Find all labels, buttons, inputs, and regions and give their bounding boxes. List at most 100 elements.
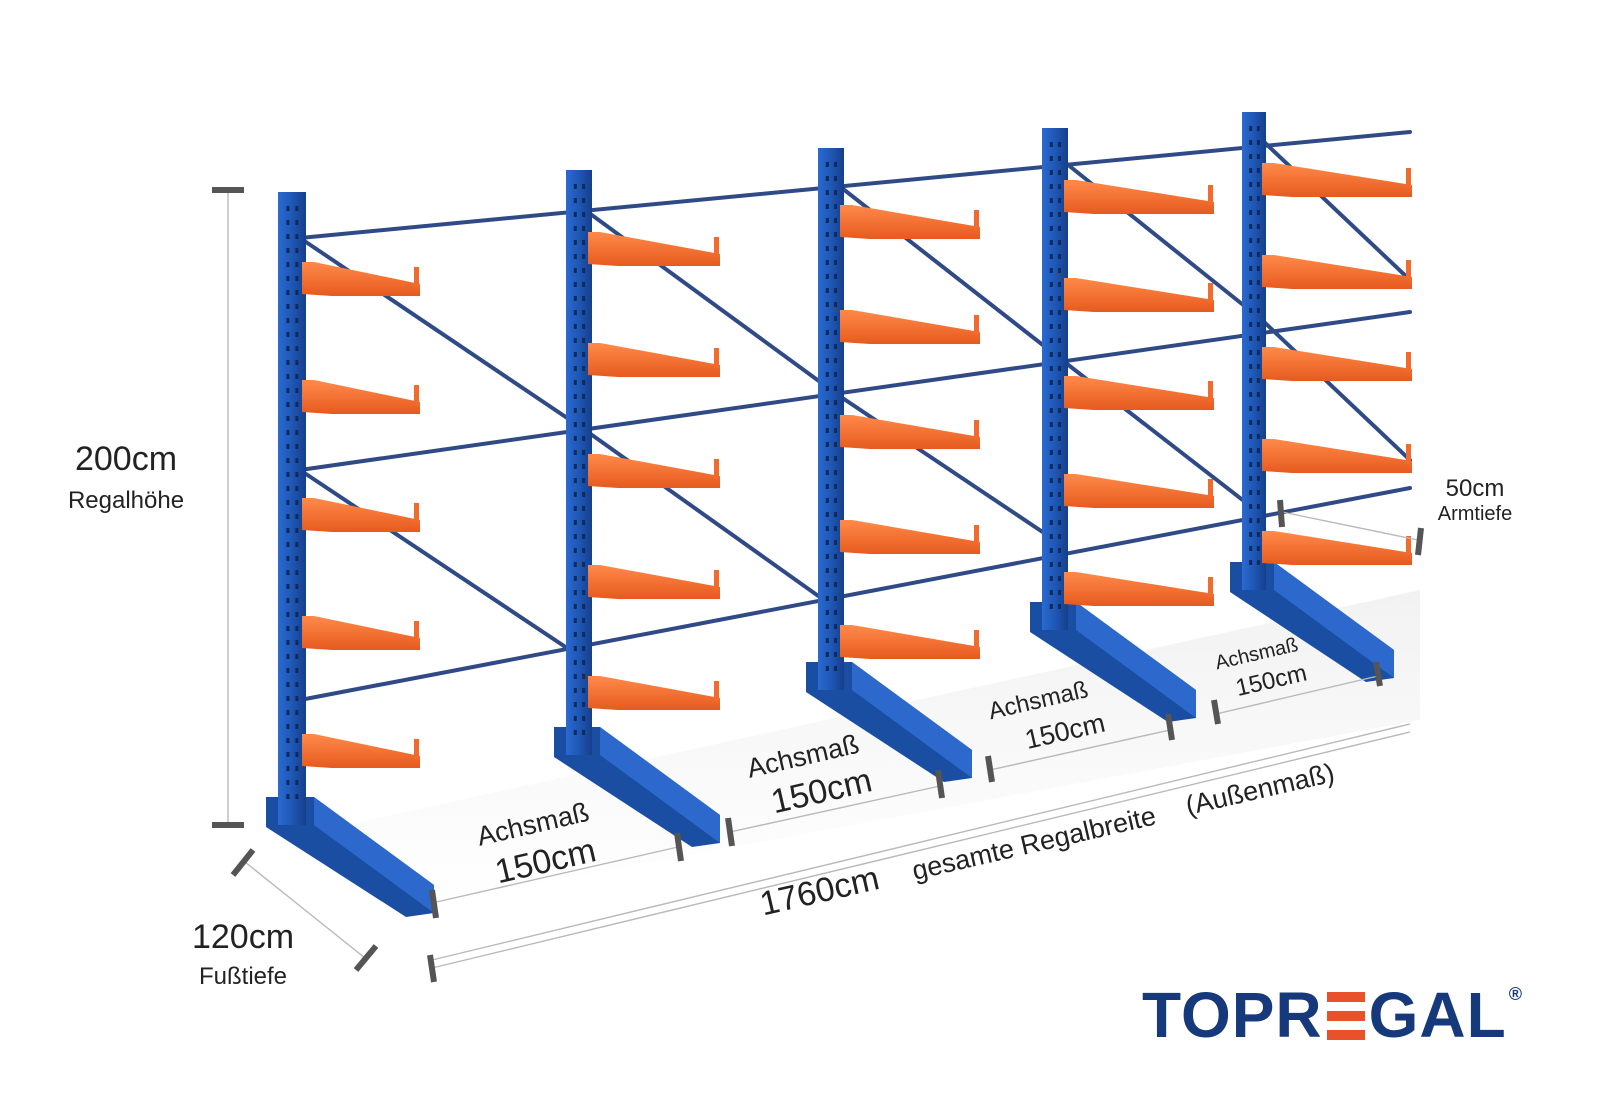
- column-hole: [582, 730, 586, 735]
- arm-end-stop: [714, 237, 719, 257]
- column-hole: [1256, 224, 1260, 229]
- column-hole: [825, 330, 829, 335]
- cantilever-arm: [1262, 347, 1412, 381]
- column-hole: [573, 674, 577, 679]
- column-hole: [834, 498, 838, 503]
- column-hole: [1256, 350, 1260, 355]
- cantilever-arm: [588, 454, 720, 488]
- column-hole: [573, 352, 577, 357]
- column-hole: [1049, 408, 1053, 413]
- column-hole: [573, 534, 577, 539]
- logo-text-right: GAL: [1368, 979, 1507, 1051]
- column-hole: [1049, 422, 1053, 427]
- column-hole: [573, 408, 577, 413]
- column-hole: [286, 458, 290, 463]
- logo-e-mark: [1326, 992, 1365, 1040]
- column-hole: [1256, 504, 1260, 509]
- column-hole: [286, 248, 290, 253]
- column-hole: [295, 360, 299, 365]
- column-hole: [295, 290, 299, 295]
- column-hole: [1256, 546, 1260, 551]
- column-hole: [825, 288, 829, 293]
- column-hole: [1058, 352, 1062, 357]
- upright-1: [266, 192, 434, 917]
- topregal-logo: TOPR GAL ®: [1142, 983, 1523, 1047]
- column-hole: [1249, 490, 1253, 495]
- column-hole: [582, 422, 586, 427]
- column-hole: [573, 282, 577, 287]
- column-hole: [573, 702, 577, 707]
- column-hole: [834, 568, 838, 573]
- column-hole: [834, 330, 838, 335]
- total-width-value: 1760cm: [756, 859, 882, 923]
- column-hole: [834, 204, 838, 209]
- column-hole: [1049, 590, 1053, 595]
- column-hole: [286, 290, 290, 295]
- column-hole: [573, 296, 577, 301]
- column-hole: [1058, 240, 1062, 245]
- arm-end-stop: [974, 525, 979, 545]
- column-hole: [834, 470, 838, 475]
- arm-depth-value: 50cm: [1446, 475, 1505, 502]
- column-hole: [834, 596, 838, 601]
- column-hole: [1256, 140, 1260, 145]
- column-hole: [573, 730, 577, 735]
- base-foot-face-2: [600, 727, 720, 843]
- column-hole: [1049, 352, 1053, 357]
- column-hole: [286, 584, 290, 589]
- column-hole: [1049, 478, 1053, 483]
- column-hole: [825, 526, 829, 531]
- column-hole: [295, 738, 299, 743]
- column-hole: [295, 724, 299, 729]
- column-hole: [295, 598, 299, 603]
- column-hole: [286, 556, 290, 561]
- column-hole: [1249, 434, 1253, 439]
- cantilever-arm: [588, 565, 720, 599]
- column-hole: [825, 232, 829, 237]
- upright-2: [554, 170, 720, 847]
- column-hole: [1256, 238, 1260, 243]
- base-foot-face-5: [1274, 562, 1394, 678]
- column-hole: [825, 666, 829, 671]
- column-hole: [825, 652, 829, 657]
- column-hole: [573, 254, 577, 259]
- column-hole: [1058, 324, 1062, 329]
- column-hole: [1049, 380, 1053, 385]
- column-hole: [825, 624, 829, 629]
- column-hole: [573, 492, 577, 497]
- arm-end-stop: [974, 630, 979, 650]
- column-hole: [834, 428, 838, 433]
- column-hole: [825, 582, 829, 587]
- column-hole: [834, 456, 838, 461]
- column-hole: [582, 716, 586, 721]
- column-hole: [834, 344, 838, 349]
- column-hole: [582, 254, 586, 259]
- column-hole: [286, 220, 290, 225]
- column-hole: [825, 274, 829, 279]
- column-hole: [1249, 126, 1253, 131]
- column-hole: [1249, 266, 1253, 271]
- column-hole: [1256, 210, 1260, 215]
- cantilever-arm: [1262, 439, 1412, 473]
- column-hole: [582, 562, 586, 567]
- column-hole: [582, 492, 586, 497]
- column-hole: [825, 512, 829, 517]
- column-hole: [825, 442, 829, 447]
- column-hole: [286, 724, 290, 729]
- column-hole: [295, 626, 299, 631]
- total-width-qualifier: (Außenmaß): [1183, 758, 1337, 821]
- arm-end-stop: [1406, 536, 1411, 556]
- arm-end-stop: [1208, 577, 1213, 597]
- arm-end-stop: [974, 315, 979, 335]
- column-hole: [573, 478, 577, 483]
- column-hole: [286, 486, 290, 491]
- column-hole: [582, 534, 586, 539]
- column-hole: [295, 346, 299, 351]
- column-hole: [1256, 560, 1260, 565]
- column-hole: [1249, 350, 1253, 355]
- column-hole: [1256, 266, 1260, 271]
- column-hole: [1058, 184, 1062, 189]
- column-hole: [1058, 534, 1062, 539]
- column-hole: [1256, 294, 1260, 299]
- column-hole: [286, 318, 290, 323]
